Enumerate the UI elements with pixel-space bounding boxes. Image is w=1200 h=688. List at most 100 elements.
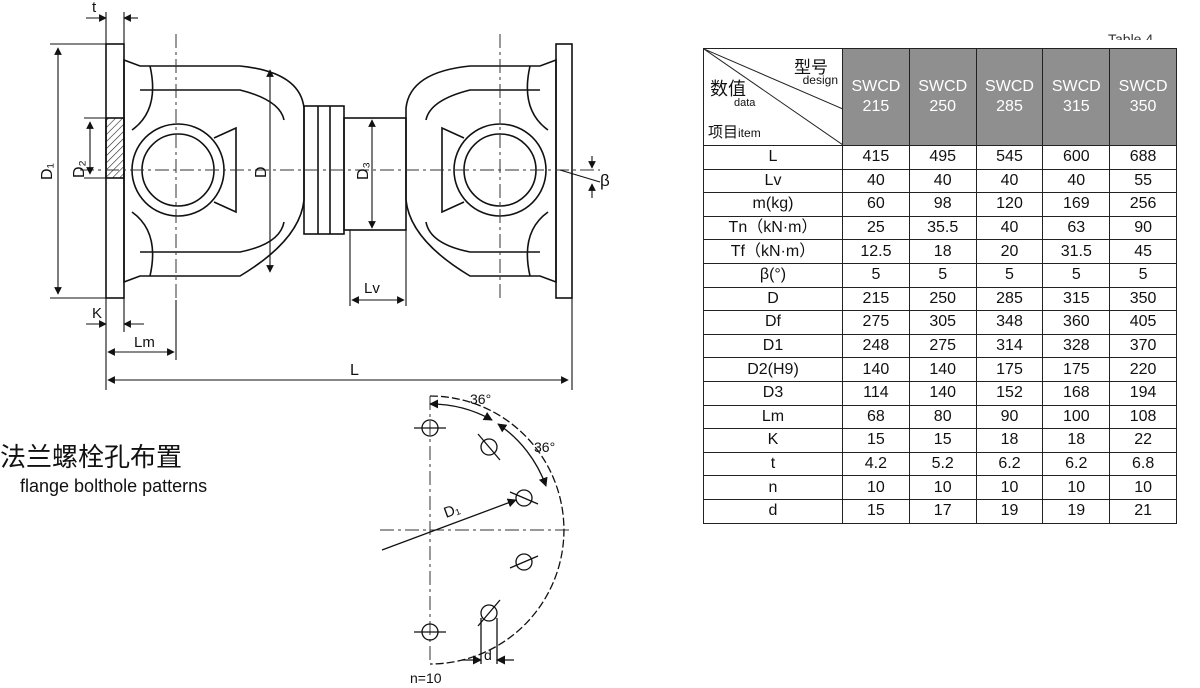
table-cell: 5 bbox=[975, 262, 1044, 288]
row-item-label: d bbox=[703, 498, 843, 524]
table-cell: 108 bbox=[1109, 404, 1177, 430]
model-line2: 215 bbox=[862, 98, 890, 115]
table-cell: 120 bbox=[975, 192, 1044, 217]
table-cell: 152 bbox=[975, 380, 1044, 406]
table-cell: 140 bbox=[908, 380, 977, 406]
label-beta: β bbox=[600, 171, 610, 190]
row-item-label: D1 bbox=[703, 333, 843, 359]
row-item-label: D bbox=[703, 286, 843, 312]
table-cell: 405 bbox=[1109, 310, 1177, 335]
bolthole-caption: 法兰螺栓孔布置 flange bolthole patterns bbox=[0, 440, 207, 498]
table-tag: Table 4 bbox=[1108, 31, 1154, 40]
table-cell: 10 bbox=[908, 475, 977, 500]
table-cell: 275 bbox=[842, 310, 910, 335]
table-cell: 19 bbox=[975, 498, 1044, 524]
table-corner-cell: 型号 design 数值 data 项目item bbox=[703, 48, 843, 146]
row-item-label: Df bbox=[703, 310, 843, 335]
row-item-label: Tn（kN·m） bbox=[703, 215, 843, 241]
right-flange bbox=[555, 43, 573, 299]
table-cell: 175 bbox=[1042, 357, 1111, 382]
row-item-label: Lv bbox=[703, 168, 843, 194]
row-item-label: m(kg) bbox=[703, 192, 843, 217]
caption-zh: 法兰螺栓孔布置 bbox=[0, 442, 183, 472]
label-d1: D₁ bbox=[39, 163, 56, 180]
table-cell: 140 bbox=[908, 357, 977, 382]
corner-item-zh: 项目 bbox=[708, 124, 739, 141]
label-k: K bbox=[92, 305, 102, 322]
caption-en: flange bolthole patterns bbox=[20, 476, 208, 496]
table-cell: 20 bbox=[975, 239, 1044, 264]
label-lm: Lm bbox=[134, 334, 155, 351]
row-item-label: L bbox=[703, 145, 843, 170]
row-item-label: D3 bbox=[703, 380, 843, 406]
table-cell: 100 bbox=[1042, 404, 1111, 430]
table-cell: 6.2 bbox=[975, 451, 1044, 477]
model-line2: 350 bbox=[1129, 98, 1157, 115]
table-cell: 40 bbox=[975, 168, 1044, 194]
table-cell: 10 bbox=[1109, 475, 1177, 500]
table-cell: 350 bbox=[1109, 286, 1177, 312]
row-item-label: n bbox=[703, 475, 843, 500]
table-cell: 169 bbox=[1042, 192, 1111, 217]
dimension-lines bbox=[50, 12, 601, 390]
table-cell: 495 bbox=[908, 145, 977, 170]
table-cell: 40 bbox=[975, 215, 1044, 241]
table-cell: 315 bbox=[1042, 286, 1111, 312]
center-lines bbox=[80, 34, 600, 660]
table-cell: 114 bbox=[842, 380, 910, 406]
table-cell: 194 bbox=[1109, 380, 1177, 406]
label-lv: Lv bbox=[364, 280, 380, 297]
table-cell: 18 bbox=[908, 239, 977, 264]
model-line1: SWCD bbox=[1051, 78, 1101, 95]
table-cell: 90 bbox=[975, 404, 1044, 430]
label-bolt-d1: D₁ bbox=[442, 500, 463, 521]
table-cell: 40 bbox=[1042, 168, 1111, 194]
label-d3: D₃ bbox=[355, 162, 372, 180]
row-item-label: D2(H9) bbox=[703, 357, 843, 382]
table-cell: 415 bbox=[842, 145, 910, 170]
table-cell: 6.2 bbox=[1042, 451, 1111, 477]
label-l: L bbox=[350, 362, 359, 379]
corner-model-en: design bbox=[802, 73, 838, 87]
table-cell: 305 bbox=[908, 310, 977, 335]
table-cell: 17 bbox=[908, 498, 977, 524]
table-cell: 12.5 bbox=[842, 239, 910, 264]
bolt-hole bbox=[480, 438, 498, 456]
table-cell: 63 bbox=[1042, 215, 1111, 241]
table-cell: 80 bbox=[908, 404, 977, 430]
table-cell: 18 bbox=[975, 428, 1044, 453]
table-cell: 688 bbox=[1109, 145, 1177, 170]
table-cell: 256 bbox=[1109, 192, 1177, 217]
row-item-label: K bbox=[703, 428, 843, 453]
table-cell: 250 bbox=[908, 286, 977, 312]
model-line2: 285 bbox=[996, 98, 1023, 115]
table-cell: 60 bbox=[842, 192, 910, 217]
table-cell: 4.2 bbox=[842, 451, 910, 477]
table-cell: 68 bbox=[842, 404, 910, 430]
corner-model-zh: 型号 bbox=[794, 58, 828, 77]
table-cell: 15 bbox=[908, 428, 977, 453]
table-cell: 6.8 bbox=[1109, 451, 1177, 477]
corner-item: 项目item bbox=[708, 121, 761, 142]
table-cell: 55 bbox=[1109, 168, 1177, 194]
label-angle-36-b: 36° bbox=[534, 439, 555, 455]
table-cell: 22 bbox=[1109, 428, 1177, 453]
